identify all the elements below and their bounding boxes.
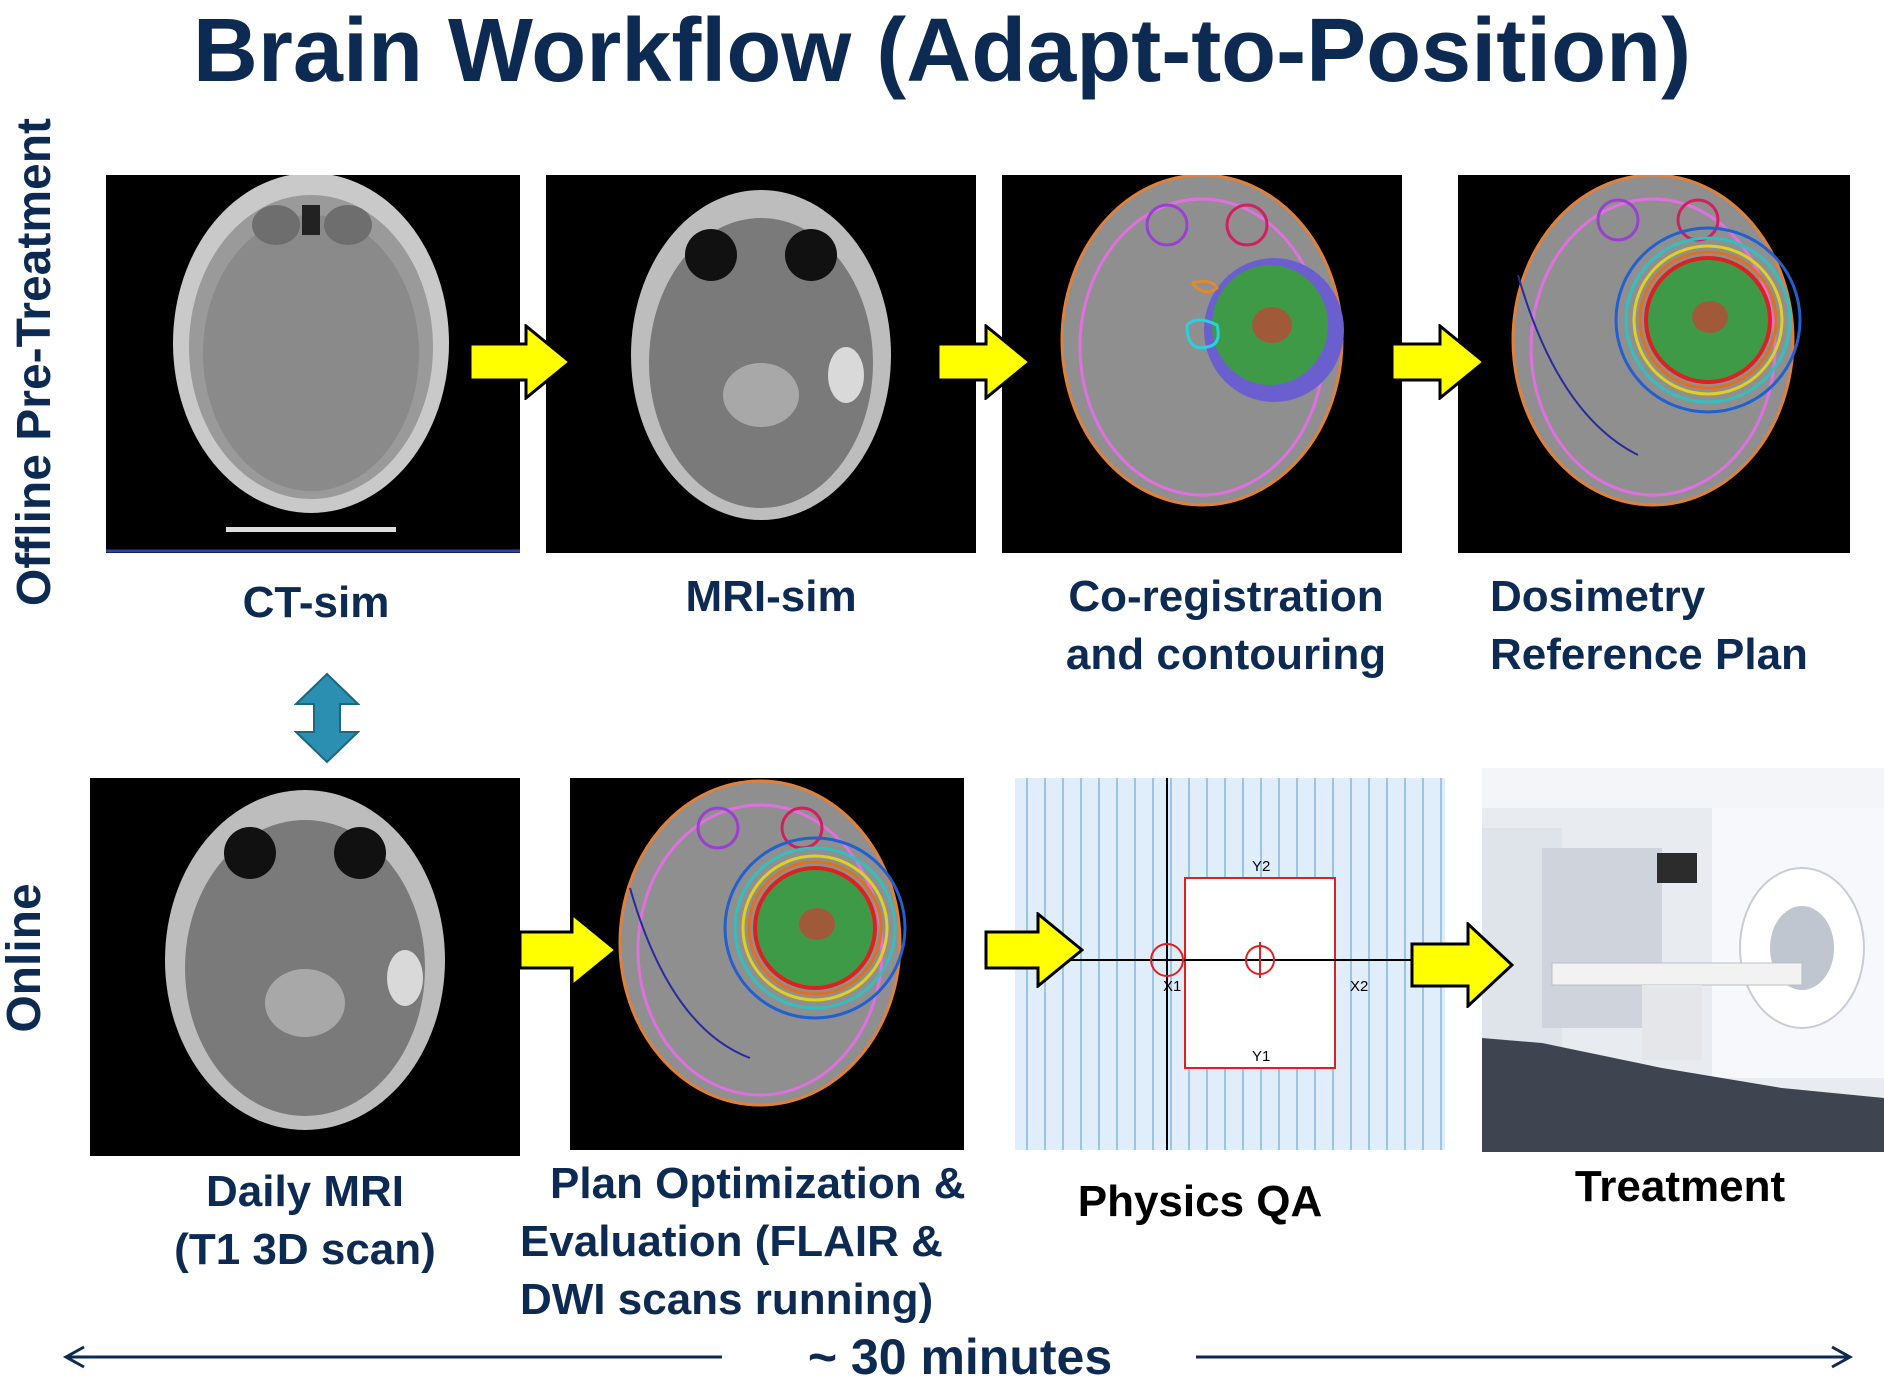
arrow-dailymri-to-plan bbox=[518, 912, 618, 988]
qa-label-y1: Y1 bbox=[1252, 1048, 1271, 1065]
caption-dosimetry: Dosimetry Reference Plan bbox=[1490, 568, 1870, 684]
caption-plan-optimization-line1: Plan Optimization & bbox=[550, 1159, 966, 1208]
caption-treatment: Treatment bbox=[1574, 1162, 1786, 1211]
timeline-duration: ~ 30 minutes bbox=[807, 1329, 1113, 1385]
caption-coregistration-line1: Co-registration bbox=[1068, 572, 1384, 621]
arrow-coreg-to-dosimetry bbox=[1390, 324, 1486, 400]
arrow-qa-to-treatment bbox=[1410, 922, 1514, 1008]
row-label-offline: Offline Pre-Treatment bbox=[8, 117, 61, 607]
qa-label-x1: X1 bbox=[1163, 978, 1182, 995]
caption-daily-mri-line2: (T1 3D scan) bbox=[174, 1225, 436, 1274]
treatment-image bbox=[1482, 768, 1884, 1152]
caption-mri-sim: MRI-sim bbox=[685, 572, 857, 621]
row-label-online: Online bbox=[0, 883, 51, 1033]
coregistration-image bbox=[1002, 175, 1402, 553]
dosimetry-image bbox=[1458, 175, 1850, 553]
caption-plan-optimization-line2: Evaluation (FLAIR & bbox=[520, 1217, 943, 1266]
caption-dosimetry-line1: Dosimetry bbox=[1490, 572, 1706, 621]
page-title: Brain Workflow (Adapt-to-Position) bbox=[192, 1, 1692, 101]
physics-qa-image: Y2 Y1 X1 X2 bbox=[1015, 778, 1445, 1150]
daily-mri-image bbox=[90, 778, 520, 1156]
caption-coregistration-line2: and contouring bbox=[1065, 630, 1387, 679]
arrow-ct-to-mri bbox=[468, 324, 572, 400]
plan-optimization-image bbox=[570, 778, 964, 1150]
caption-plan-optimization-line3: DWI scans running) bbox=[520, 1275, 934, 1324]
caption-physics-qa: Physics QA bbox=[1077, 1177, 1323, 1226]
caption-daily-mri-line1: Daily MRI bbox=[205, 1167, 405, 1216]
timeline-arrow-right bbox=[1196, 1345, 1856, 1374]
caption-plan-optimization: Plan Optimization & Evaluation (FLAIR & … bbox=[520, 1155, 1020, 1329]
mri-sim-image bbox=[546, 175, 976, 553]
timeline-arrow-left bbox=[60, 1345, 725, 1374]
qa-label-y2: Y2 bbox=[1252, 858, 1271, 875]
qa-label-x2: X2 bbox=[1350, 978, 1369, 995]
double-arrow bbox=[294, 672, 360, 764]
caption-ct-sim: CT-sim bbox=[242, 578, 390, 627]
ct-sim-image bbox=[106, 175, 520, 553]
caption-dosimetry-line2: Reference Plan bbox=[1490, 630, 1808, 679]
caption-daily-mri: Daily MRI (T1 3D scan) bbox=[140, 1163, 470, 1279]
arrow-mri-to-coreg bbox=[936, 324, 1032, 400]
arrow-plan-to-qa bbox=[984, 912, 1084, 988]
caption-coregistration: Co-registration and contouring bbox=[1036, 568, 1416, 684]
